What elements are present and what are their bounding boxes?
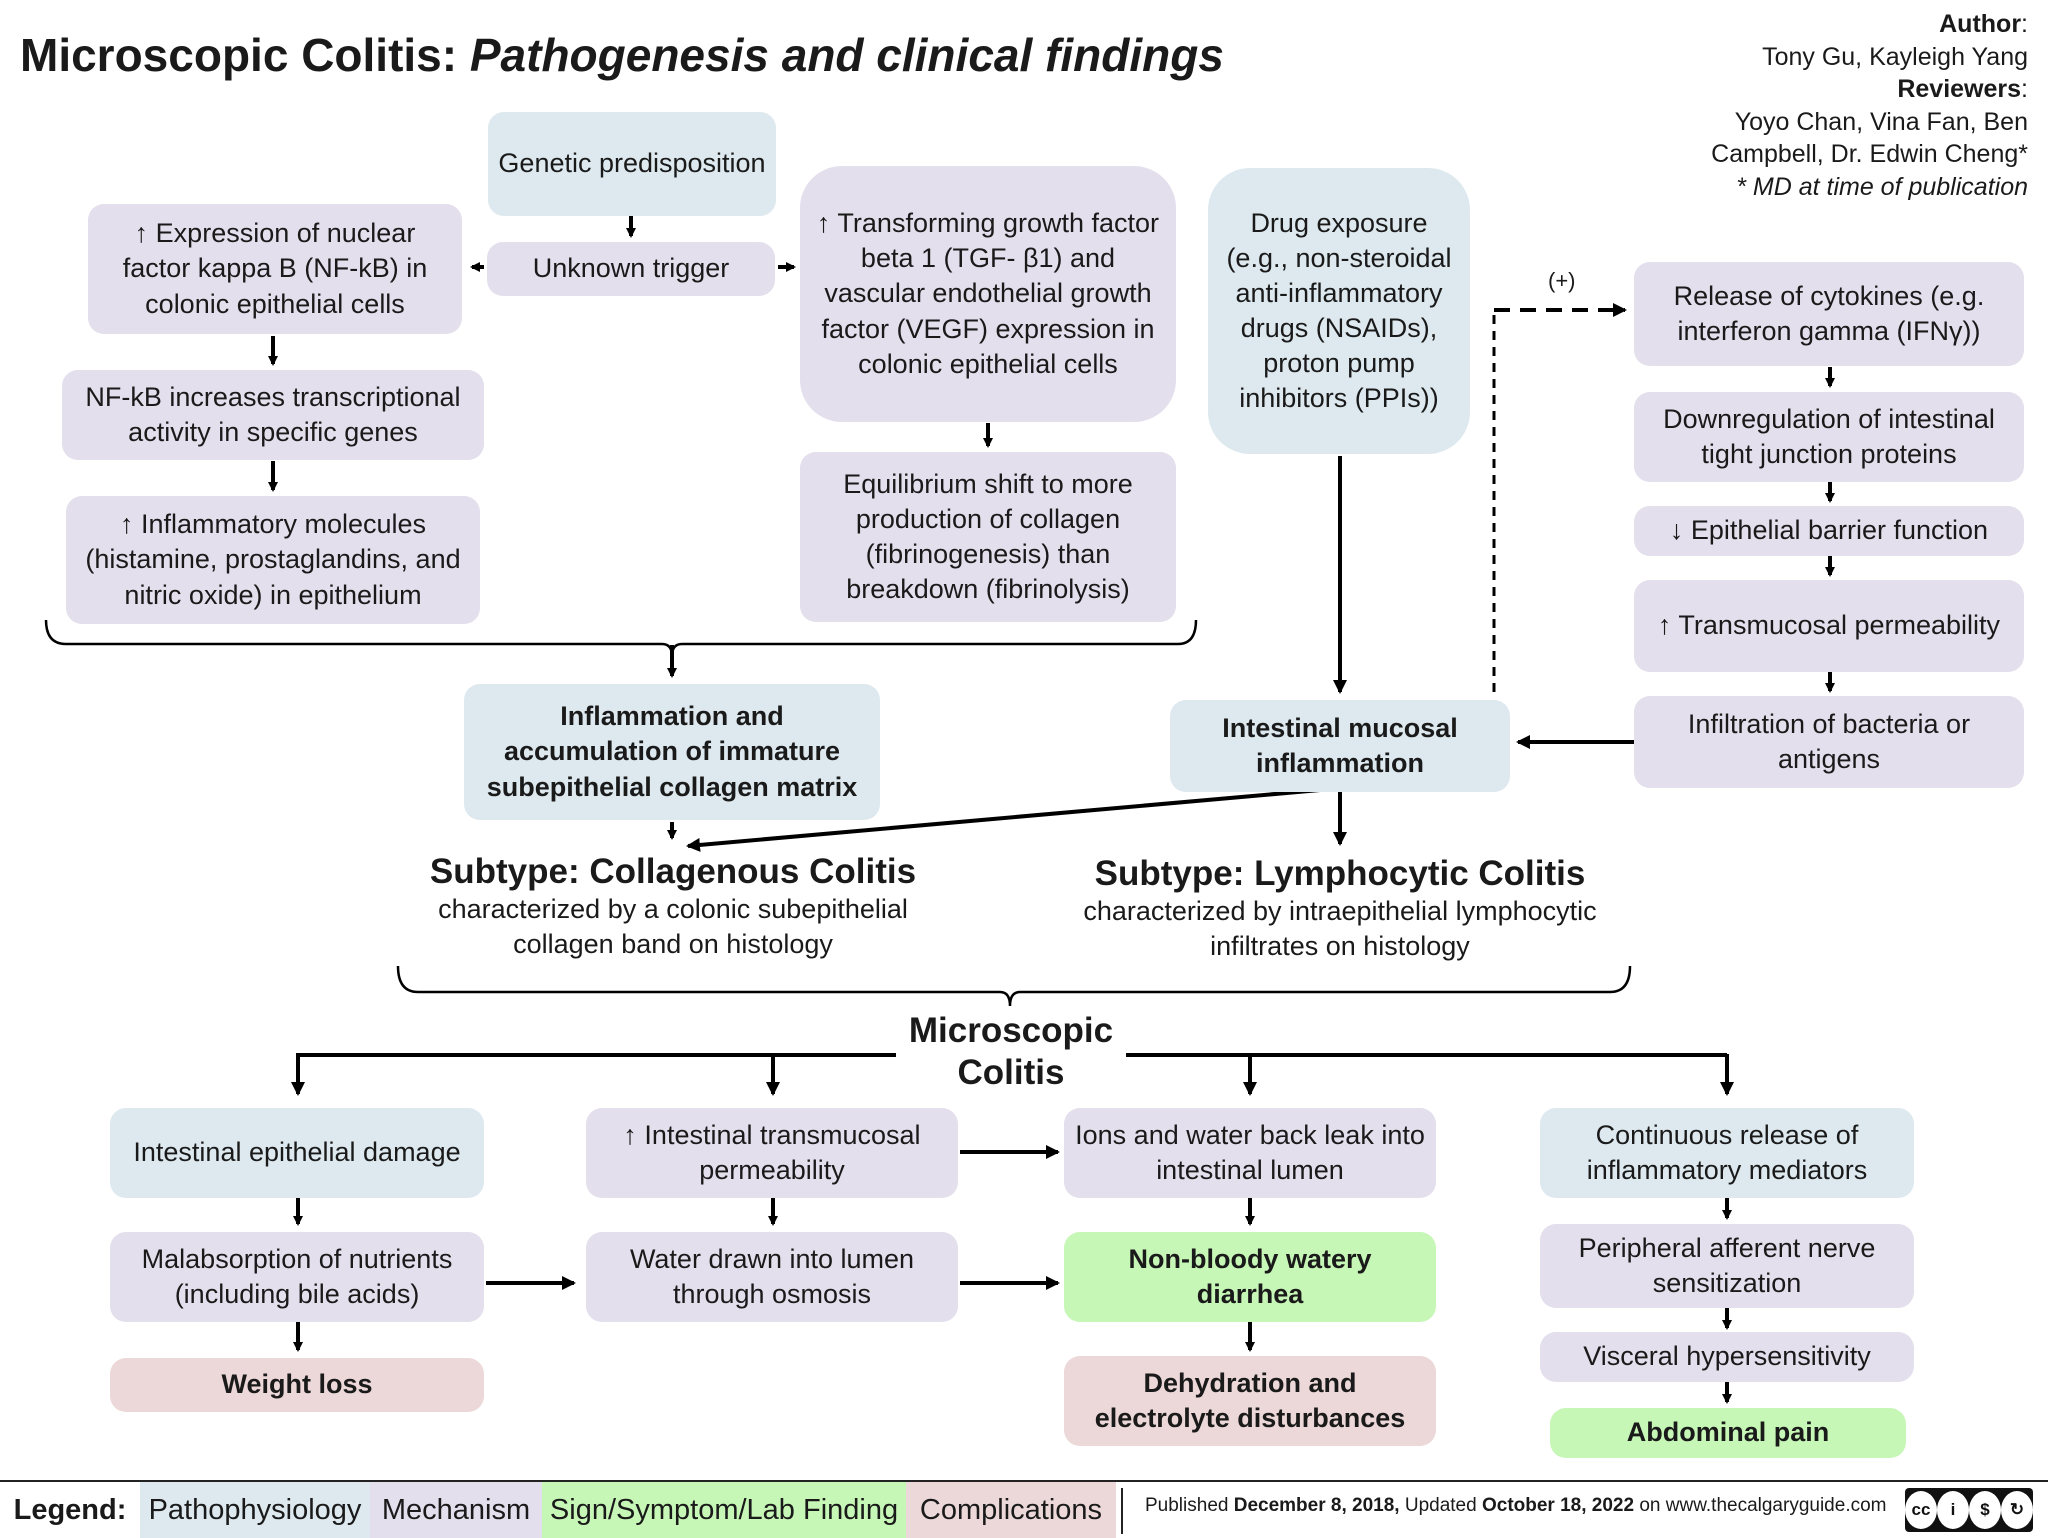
genetic-predisposition-box: Genetic predisposition — [488, 112, 776, 216]
tight-junction-box: Downregulation of intestinal tight junct… — [1634, 392, 2024, 482]
weight-loss-box: Weight loss — [110, 1358, 484, 1412]
page-title: Microscopic Colitis: Pathogenesis and cl… — [20, 28, 1224, 82]
mucosal-inflammation-box: Intestinal mucosal inflammation — [1170, 700, 1510, 792]
abdominal-pain-box: Abdominal pain — [1550, 1408, 1906, 1458]
unknown-trigger-box: Unknown trigger — [487, 242, 775, 296]
diarrhea-box: Non-bloody watery diarrhea — [1064, 1232, 1436, 1322]
collagenous-description: characterized by a colonic subepithelial… — [438, 894, 908, 960]
osmosis-box: Water drawn into lumen through osmosis — [586, 1232, 958, 1322]
author-note: * MD at time of publication — [1736, 172, 2028, 201]
publication-info: Published December 8, 2018, Updated Octo… — [1145, 1495, 1887, 1517]
lymphocytic-description: characterized by intraepithelial lymphoc… — [1083, 896, 1597, 962]
positive-effect-label: (+) — [1548, 268, 1576, 293]
nfkb-expression-box: ↑ Expression of nuclear factor kappa B (… — [88, 204, 462, 334]
reviewers-label: Reviewers — [1897, 75, 2022, 103]
tgf-vegf-box: ↑ Transforming growth factor beta 1 (TGF… — [800, 166, 1176, 422]
dehydration-box: Dehydration and electrolyte disturbances — [1064, 1356, 1436, 1446]
collagen-accumulation-box: Inflammation and accumulation of immatur… — [464, 684, 880, 820]
lymphocytic-subtype: Subtype: Lymphocytic Colitis characteriz… — [1080, 854, 1600, 964]
lymphocytic-title: Subtype: Lymphocytic Colitis — [1094, 854, 1586, 893]
author-label: Author — [1939, 10, 2022, 38]
visceral-hypersensitivity-box: Visceral hypersensitivity — [1540, 1332, 1914, 1382]
published-prefix: Published — [1145, 1495, 1229, 1516]
legend-label: Legend: — [13, 1493, 127, 1526]
bacteria-infiltration-box: Infiltration of bacteria or antigens — [1634, 696, 2024, 788]
drug-exposure-box: Drug exposure (e.g., non-steroidal anti-… — [1208, 168, 1470, 454]
legend-sign-symptom: Sign/Symptom/Lab Finding — [542, 1482, 906, 1538]
epithelial-damage-box: Intestinal epithelial damage — [110, 1108, 484, 1198]
authors: Tony Gu, Kayleigh Yang — [1762, 42, 2028, 71]
collagen-equilibrium-box: Equilibrium shift to more production of … — [800, 452, 1176, 622]
website-link[interactable]: on www.thecalgaryguide.com — [1639, 1495, 1887, 1516]
legend-pathophysiology: Pathophysiology — [140, 1482, 370, 1538]
nerve-sensitization-box: Peripheral afferent nerve sensitization — [1540, 1224, 1914, 1308]
cytokine-release-box: Release of cytokines (e.g. interferon ga… — [1634, 262, 2024, 366]
malabsorption-box: Malabsorption of nutrients (including bi… — [110, 1232, 484, 1322]
microscopic-colitis-label: Microscopic Colitis — [896, 1010, 1126, 1094]
reviewers-line-2: Campbell, Dr. Edwin Cheng* — [1711, 140, 2028, 168]
reviewers-line-1: Yoyo Chan, Vina Fan, Ben — [1734, 107, 2028, 136]
title-main: Microscopic Colitis: — [20, 29, 458, 81]
collagenous-title: Subtype: Collagenous Colitis — [429, 852, 917, 891]
published-date: December 8, 2018, — [1233, 1495, 1400, 1516]
collagenous-subtype: Subtype: Collagenous Colitis characteriz… — [400, 852, 946, 962]
intestinal-permeability-box: ↑ Intestinal transmucosal permeability — [586, 1108, 958, 1198]
inflammatory-molecules-box: ↑ Inflammatory molecules (histamine, pro… — [66, 496, 480, 624]
mediator-release-box: Continuous release of inflammatory media… — [1540, 1108, 1914, 1198]
epithelial-barrier-box: ↓ Epithelial barrier function — [1634, 506, 2024, 556]
updated-prefix: Updated — [1404, 1495, 1477, 1516]
legend-complications: Complications — [906, 1482, 1116, 1538]
legend: Legend: Pathophysiology Mechanism Sign/S… — [0, 1480, 2048, 1538]
nfkb-transcription-box: NF-kB increases transcriptional activity… — [62, 370, 484, 460]
author-block: Author: Tony Gu, Kayleigh Yang Reviewers… — [1608, 8, 2028, 203]
updated-date: October 18, 2022 — [1481, 1495, 1635, 1516]
title-subtitle: Pathogenesis and clinical findings — [469, 29, 1224, 81]
legend-mechanism: Mechanism — [370, 1482, 542, 1538]
ion-leak-box: Ions and water back leak into intestinal… — [1064, 1108, 1436, 1198]
transmucosal-permeability-box: ↑ Transmucosal permeability — [1634, 580, 2024, 672]
